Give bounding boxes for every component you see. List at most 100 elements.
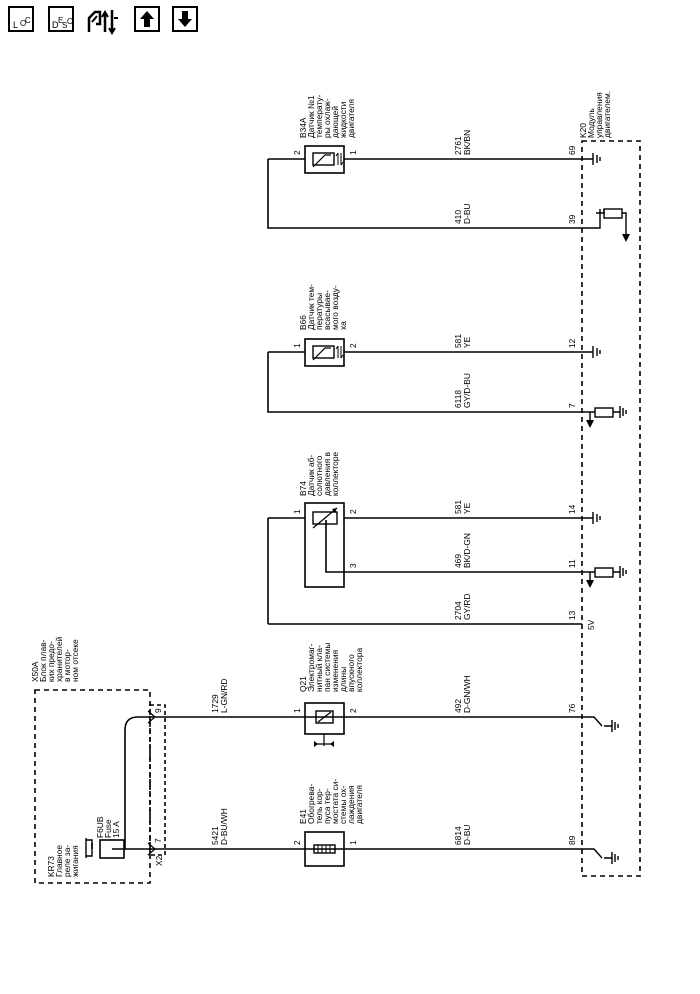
q21-desc-line: Электромаг-: [306, 643, 316, 692]
desc-sub2: S: [62, 21, 68, 30]
b74-pin-3: 3: [348, 563, 358, 568]
b34a-desc-line: температу-: [314, 94, 324, 138]
wire-581a-num: 581: [453, 500, 463, 514]
wire-469-color: BK/D-GN: [462, 533, 472, 568]
wire-410-color: D-BU: [462, 204, 472, 224]
description-button[interactable]: D E S C: [48, 6, 74, 32]
k20-module-outline: [581, 140, 641, 877]
b74-desc-line: Датчик аб-: [306, 455, 316, 496]
e41-desc-line: лаждения: [346, 785, 356, 824]
x2-pin-7: 7: [153, 838, 163, 843]
e41-desc-line: пуса тер-: [322, 788, 332, 824]
b66-pin-top: 1: [292, 343, 302, 348]
wire-b74-pin3-internal: [325, 520, 344, 573]
b66-pin-bottom: 2: [348, 343, 358, 348]
b66-desc-line: ха: [338, 321, 348, 330]
q21-desc-line: изменения: [330, 650, 340, 692]
ecm-pin-39: 39: [567, 214, 577, 224]
wire-6814-color: D-BU: [462, 825, 472, 845]
e41-desc-line: тель кор-: [314, 788, 324, 824]
loc-sub1: O: [20, 19, 27, 28]
x50a-desc-line: ких предо-: [46, 641, 56, 682]
b34a-ref: B34A: [298, 117, 308, 138]
b66-thermistor: [312, 345, 335, 359]
b34a-desc-line: двигателя: [346, 99, 356, 138]
x2-connector-outline: [149, 704, 166, 856]
x2-label: X2: [154, 855, 164, 866]
wire-581a-color: YE: [462, 502, 472, 514]
kr73-desc-line: жигания: [70, 845, 80, 877]
b74-resistor: [312, 511, 338, 525]
b34a-desc-line: жидкости: [338, 101, 348, 138]
x50a-ref: X50A: [30, 661, 40, 682]
b66-desc-line: всасывае-: [322, 290, 332, 330]
x2-pin7-mark: [147, 842, 156, 856]
e41-ref: E41: [298, 809, 308, 824]
ecm-pin-76: 76: [567, 703, 577, 713]
f6ub-fuse-body: [99, 839, 125, 859]
wire-1729-num: 1729: [210, 694, 220, 713]
q21-coil: [315, 710, 334, 724]
e41-desc-line: мостата си-: [330, 779, 340, 824]
b34a-desc-line: Датчик №1: [306, 95, 316, 138]
q21-box: [304, 702, 345, 735]
q21-desc-line: коллектора: [354, 648, 364, 692]
wire-492-color: D-GN/WH: [462, 675, 472, 713]
e41-pin-bottom: 1: [348, 840, 358, 845]
e41-pin-top: 2: [292, 840, 302, 845]
x50a-desc-line: ном отсеке: [70, 639, 80, 682]
e41-desc-line: Обогрева-: [306, 784, 316, 824]
b66-box: [304, 338, 345, 367]
wire-5421-num: 5421: [210, 826, 220, 845]
q21-pin-bottom: 2: [348, 708, 358, 713]
k20-desc-line: управления: [594, 92, 604, 138]
desc-big: D: [52, 20, 59, 30]
b74-desc-line: давления в: [322, 451, 332, 496]
loc-big: L: [13, 20, 19, 30]
k20-ref: K20: [578, 123, 588, 138]
b66-ref: B66: [298, 315, 308, 330]
wire-581b-color: YE: [462, 336, 472, 348]
b34a-pin-bottom: 1: [348, 150, 358, 155]
connector-tool-button[interactable]: [86, 6, 120, 36]
wire-2761-color: BK/BN: [462, 130, 472, 155]
e41-box: [304, 831, 345, 867]
kr73-desc-line: реле за-: [62, 845, 72, 877]
location-button[interactable]: L O C: [8, 6, 34, 32]
desc-sub1: E: [58, 16, 64, 25]
e41-desc-line: стемы ох-: [338, 786, 348, 824]
b34a-thermistor: [312, 152, 335, 166]
wire-410: [267, 159, 582, 229]
b34a-pin-top: 2: [292, 150, 302, 155]
f6ub-desc-line: 15 A: [111, 821, 121, 838]
wire-581b-num: 581: [453, 334, 463, 348]
b74-desc-line: коллекторе: [330, 452, 340, 496]
arrow-down-button[interactable]: [172, 6, 198, 32]
x50a-desc-line: в мотор-: [62, 649, 72, 682]
b34a-desc-line: дающей: [330, 106, 340, 138]
arrow-down-icon: [178, 11, 192, 27]
b66-desc-line: Датчик тем-: [306, 284, 316, 330]
label-5v: 5V: [586, 619, 596, 630]
wire-469-num: 469: [453, 554, 463, 568]
arrow-up-button[interactable]: [134, 6, 160, 32]
ecm-pin-14: 14: [567, 504, 577, 514]
wire-fuse-internal: [124, 716, 165, 849]
b74-box: [304, 502, 345, 588]
x2-pin-9: 9: [153, 708, 163, 713]
b66-desc-line: пературы: [314, 293, 324, 330]
kr73-relay-contact: [85, 838, 93, 858]
connector-tool-icon: [87, 10, 118, 35]
q21-desc-line: длины: [338, 667, 348, 692]
ecm-pin-89: 89: [567, 835, 577, 845]
wire-2761-num: 2761: [453, 136, 463, 155]
wire-6118-color: GY/D-BU: [462, 373, 472, 408]
e41-desc-line: двигателя: [354, 785, 364, 824]
kr73-ref: KR73: [46, 856, 56, 877]
